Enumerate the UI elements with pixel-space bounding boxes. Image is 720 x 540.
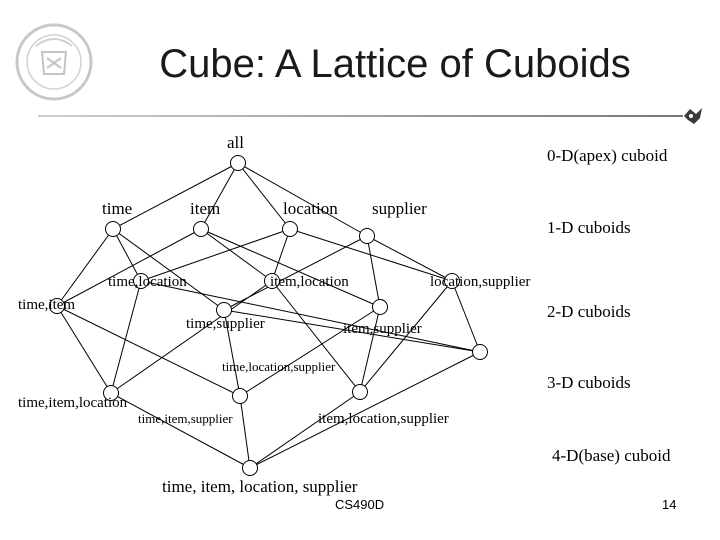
university-seal-icon <box>15 23 93 101</box>
label-time-location-supplier: time,location,supplier <box>222 359 336 374</box>
label-time-supplier: time,supplier <box>186 316 265 332</box>
node-item <box>193 221 209 237</box>
label-apex: all <box>227 133 244 152</box>
level-4d: 4-D(base) cuboid <box>552 446 671 465</box>
label-item: item <box>190 199 221 218</box>
node-location-supplier <box>444 273 460 289</box>
label-time: time <box>102 199 133 218</box>
label-base: time, item, location, supplier <box>162 477 358 496</box>
slide-title: Cube: A Lattice of Cuboids <box>159 42 631 86</box>
label-item-location: item,location <box>270 274 349 290</box>
node-time <box>105 221 121 237</box>
footer-course: CS490D <box>335 497 385 512</box>
level-0d: 0-D(apex) cuboid <box>547 146 668 165</box>
node-time-item-supplier <box>232 388 248 404</box>
level-3d: 3-D cuboids <box>547 373 631 392</box>
node-apex <box>230 155 246 171</box>
node-time-supplier <box>216 302 232 318</box>
level-1d: 1-D cuboids <box>547 218 631 237</box>
label-supplier: supplier <box>372 199 427 218</box>
node-item-supplier <box>372 299 388 315</box>
label-time-item-supplier: time,item,supplier <box>138 411 233 426</box>
label-item-supplier: item,supplier <box>343 321 422 337</box>
node-item-location <box>264 273 280 289</box>
node-base <box>242 460 258 476</box>
label-item-location-supplier: item,location,supplier <box>318 411 449 427</box>
node-location <box>282 221 298 237</box>
label-location-supplier: location,supplier <box>430 274 531 290</box>
node-time-item-location <box>103 385 119 401</box>
corner-ornament-icon <box>684 108 702 124</box>
node-item-location-supplier <box>352 384 368 400</box>
node-time-item <box>49 298 65 314</box>
page-number: 14 <box>662 497 677 512</box>
title-divider <box>38 115 683 117</box>
node-supplier <box>359 228 375 244</box>
label-location: location <box>283 199 338 218</box>
node-time-location <box>133 273 149 289</box>
level-2d: 2-D cuboids <box>547 302 631 321</box>
label-time-item: time,item <box>18 297 76 313</box>
label-time-location: time,location <box>108 274 187 290</box>
label-time-item-location: time,item,location <box>18 395 128 411</box>
node-time-location-supplier <box>472 344 488 360</box>
